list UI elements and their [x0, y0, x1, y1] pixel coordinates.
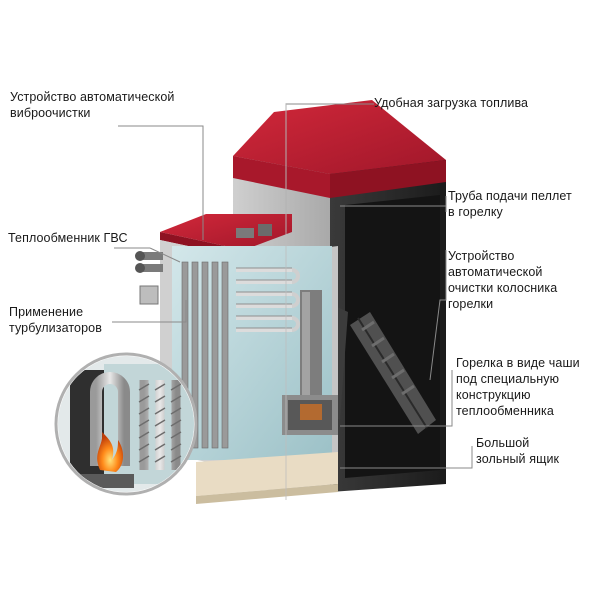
flame-icon [97, 432, 124, 472]
label-pellet-pipe: Труба подачи пеллет в горелку [448, 189, 572, 219]
label-dhw-exchanger: Теплообменник ГВС [8, 231, 128, 245]
boiler-body [135, 214, 338, 504]
label-ash-box: Большой зольный ящик [476, 436, 560, 466]
label-cup-burner: Горелка в виде чаши под специальную конс… [456, 356, 580, 418]
label-vibro-cleaning: Устройство автоматической виброочистки [10, 90, 175, 120]
label-grate-cleaning: Устройство автоматической очистки колосн… [448, 249, 558, 311]
label-turbulators: Применение турбулизаторов [9, 305, 102, 335]
leader-lines [112, 103, 473, 500]
label-fuel-loading: Удобная загрузка топлива [374, 96, 529, 110]
turbulator-detail-inset [54, 352, 198, 496]
